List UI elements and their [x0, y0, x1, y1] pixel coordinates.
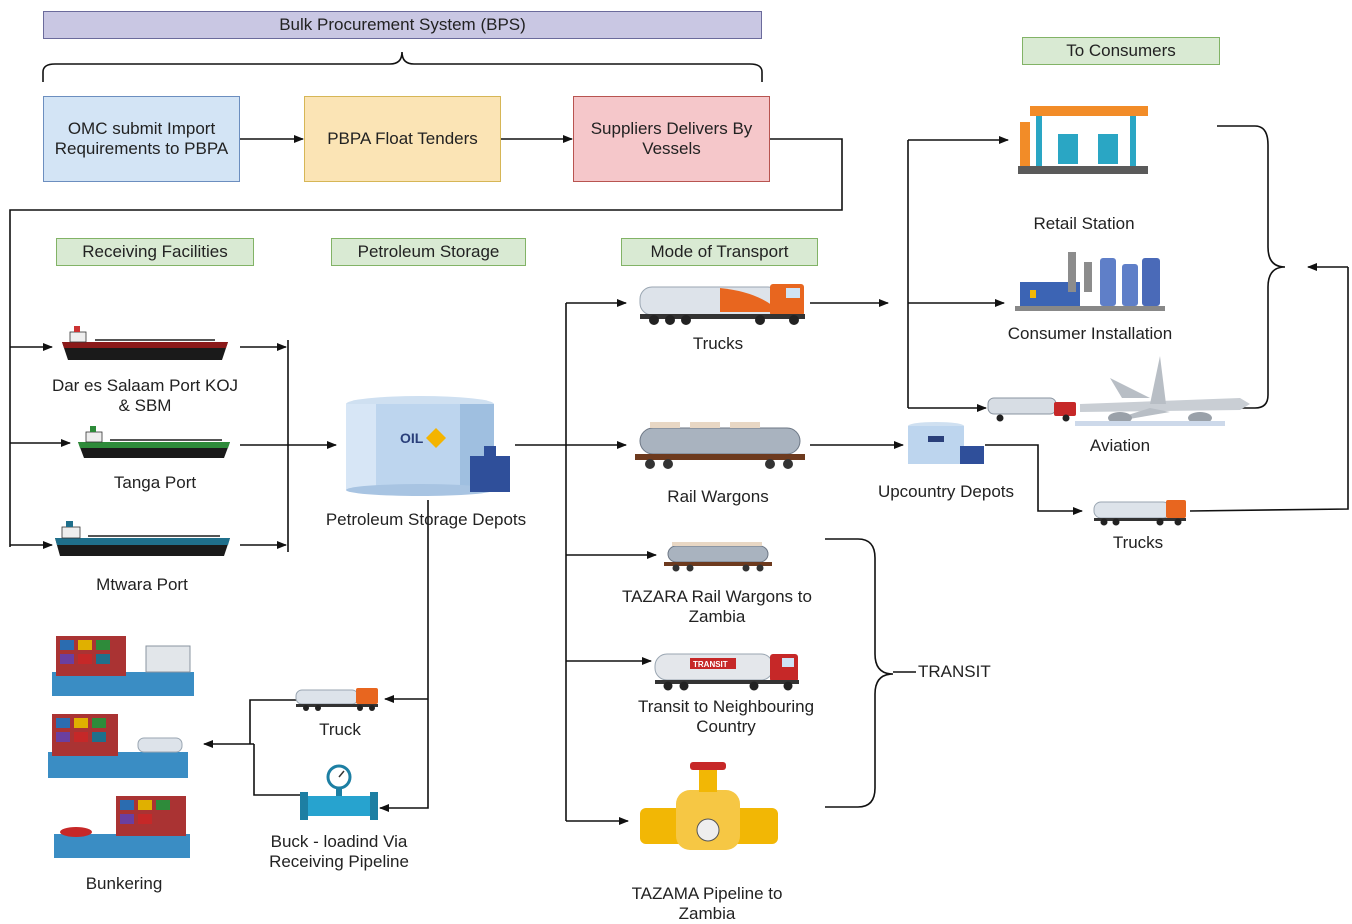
- truck-label: Truck: [319, 720, 361, 739]
- line-suppliers-loop: [9, 138, 843, 547]
- mtwara-port-label: Mtwara Port: [96, 575, 188, 594]
- arrow-upcountry-to-trucks: [985, 444, 1083, 515]
- transit-label: TRANSIT: [918, 662, 991, 681]
- petroleum-storage-header: Petroleum Storage: [331, 238, 526, 266]
- receiving-facilities-header: Receiving Facilities: [56, 238, 254, 266]
- transit-country-label: Transit to Neighbouring Country: [637, 697, 815, 736]
- ship-mtwara-icon: [55, 521, 230, 556]
- consumers-brace: [1217, 125, 1286, 409]
- pipeline-gauge-icon: [300, 764, 378, 820]
- upcountry-depot-icon: [908, 422, 984, 464]
- trucks-label: Trucks: [692, 334, 744, 353]
- tazara-label: TAZARA Rail Wargons to Zambia: [622, 587, 812, 626]
- bunker-scene-1-icon: [52, 636, 194, 696]
- small-truck-icon: [1093, 500, 1186, 526]
- tanga-port-label: Tanga Port: [113, 473, 197, 492]
- bunkering-label: Bunkering: [85, 874, 163, 893]
- consumer-installation-label: Consumer Installation: [1007, 324, 1173, 343]
- dar-port-label: Dar es Salaam Port KOJ & SBM: [51, 376, 239, 415]
- rail-wagon-icon: [635, 422, 805, 469]
- to-consumers-header: To Consumers: [1022, 37, 1220, 65]
- upcountry-depots-label: Upcountry Depots: [877, 482, 1015, 501]
- aviation-icon: [987, 356, 1250, 426]
- bunker-scene-3-icon: [54, 796, 190, 858]
- bps-brace: [42, 51, 763, 82]
- transit-brace: [825, 538, 894, 808]
- ship-dar-icon: [62, 326, 228, 360]
- mode-of-transport-header: Mode of Transport: [621, 238, 818, 266]
- ship-tanga-icon: [78, 426, 230, 458]
- fuel-truck-icon: [639, 284, 805, 325]
- svg-text:TRANSIT: TRANSIT: [693, 660, 728, 669]
- rail-wargons-label: Rail Wargons: [667, 487, 769, 506]
- pbpa-tenders-box: PBPA Float Tenders: [304, 96, 501, 182]
- line-truck-to-bunker: [249, 699, 297, 744]
- bunker-scene-2-icon: [48, 714, 188, 778]
- tazama-label: TAZAMA Pipeline to Zambia: [631, 884, 783, 923]
- bunker-truck-icon: [295, 688, 378, 711]
- tazara-rail-icon: [664, 542, 772, 572]
- bps-header: Bulk Procurement System (BPS): [43, 11, 762, 39]
- oil-tank-icon: OIL: [346, 396, 510, 496]
- pipeline-valve-icon: [640, 762, 778, 850]
- receiving-pipeline-label: Buck - loadind Via Receiving Pipeline: [269, 832, 409, 871]
- line-pipe-to-bunker: [253, 744, 302, 796]
- trucks2-label: Trucks: [1112, 533, 1164, 552]
- omc-submit-box: OMC submit Import Requirements to PBPA: [43, 96, 240, 182]
- aviation-label: Aviation: [1089, 436, 1151, 455]
- retail-station-icon: [1018, 106, 1148, 174]
- industrial-plant-icon: [1015, 252, 1165, 311]
- transit-tanker-icon: TRANSIT: [654, 653, 799, 691]
- suppliers-box: Suppliers Delivers By Vessels: [573, 96, 770, 182]
- storage-depots-label: Petroleum Storage Depots: [325, 510, 527, 529]
- line-trucks2-back: [1189, 267, 1349, 512]
- retail-station-label: Retail Station: [1033, 214, 1135, 233]
- line-depots-down: [379, 500, 429, 812]
- svg-text:OIL: OIL: [400, 430, 424, 446]
